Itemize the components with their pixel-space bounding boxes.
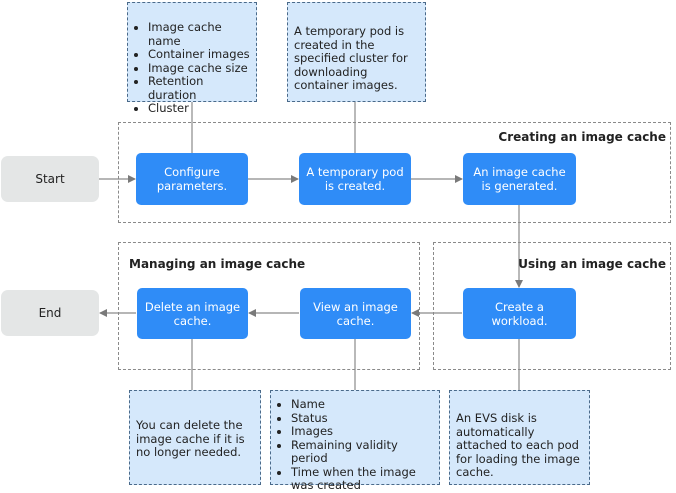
group-managing: Managing an image cache (118, 242, 420, 370)
note-parameters: Image cache name Container images Image … (127, 2, 257, 115)
note-temp-pod: A temporary pod is created in the specif… (287, 2, 426, 102)
note-view-item: Status (291, 411, 433, 426)
group-managing-title: Managing an image cache (129, 257, 306, 271)
note-param-item: Retention duration (148, 74, 250, 102)
note-param-item: Image cache name (148, 20, 250, 48)
group-creating: Creating an image cache (118, 122, 671, 223)
note-evs: An EVS disk is automatically attached to… (449, 390, 590, 485)
step-create-workload: Create a workload. (463, 288, 576, 339)
step-temporary-pod: A temporary pod is created. (299, 153, 411, 205)
note-view-item: Name (291, 397, 433, 412)
note-param-item: Container images (148, 47, 250, 62)
note-delete: You can delete the image cache if it is … (129, 390, 261, 485)
note-view-item: Time when the image was created (291, 465, 433, 493)
note-view-item: Images (291, 424, 433, 439)
step-image-cache-generated: An image cache is generated. (463, 153, 576, 205)
start-terminal: Start (1, 156, 99, 202)
end-terminal: End (1, 290, 99, 336)
note-view: Name Status Images Remaining validity pe… (270, 390, 440, 492)
note-param-item: Cluster (148, 101, 250, 116)
group-creating-title: Creating an image cache (498, 130, 666, 144)
note-view-item: Remaining validity period (291, 438, 433, 466)
step-configure-parameters: Configure parameters. (136, 153, 248, 205)
note-param-item: Image cache size (148, 61, 250, 76)
group-using: Using an image cache (433, 242, 671, 370)
group-using-title: Using an image cache (518, 257, 666, 271)
step-delete-image-cache: Delete an image cache. (137, 288, 248, 339)
step-view-image-cache: View an image cache. (300, 288, 411, 339)
